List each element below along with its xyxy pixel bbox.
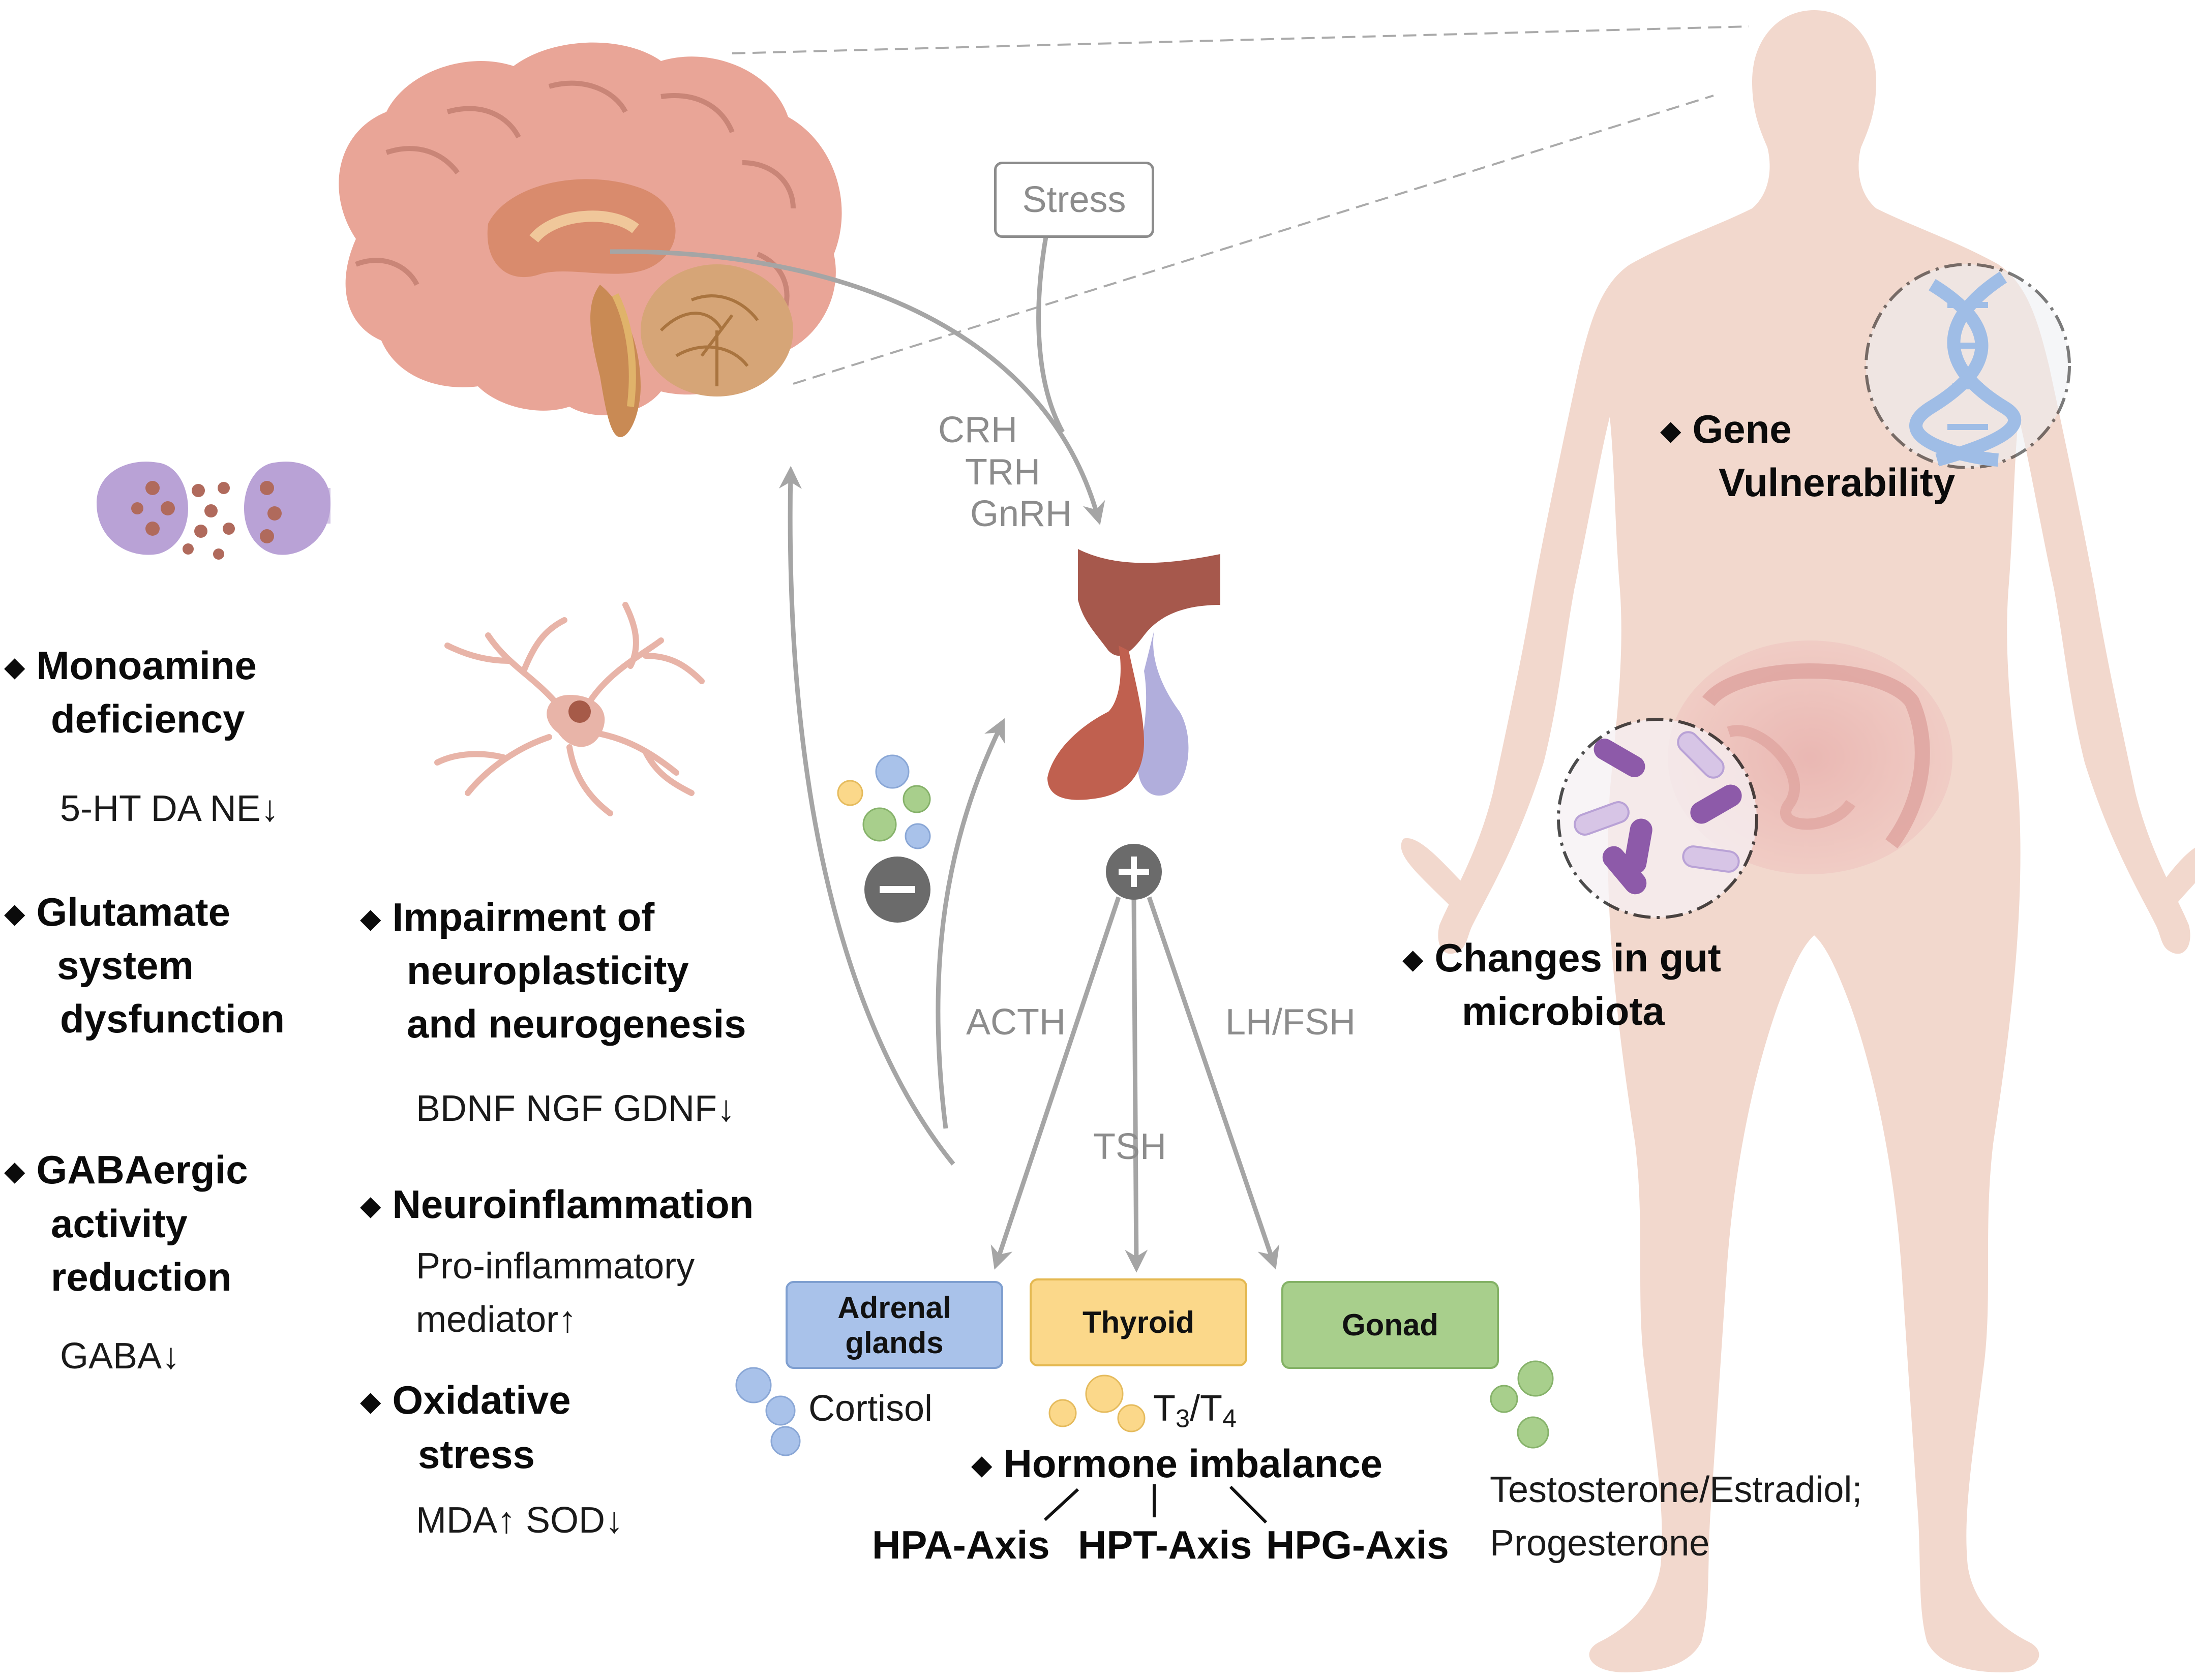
bullet-diamond-icon: ◆ <box>4 1156 25 1186</box>
bullet-diamond-icon: ◆ <box>1660 415 1681 446</box>
cortisol-label: Cortisol <box>808 1388 933 1429</box>
negative-feedback-arrow-pituitary <box>936 718 1005 1129</box>
acth-arrow <box>990 896 1121 1270</box>
brain-illustration <box>339 42 842 437</box>
t-slash: / <box>1190 1388 1200 1429</box>
stress-box: Stress <box>994 162 1154 238</box>
monoamine-detail: 5-HT DA NE↓ <box>60 788 279 829</box>
gaba-detail: GABA↓ <box>60 1336 181 1377</box>
t3-base: T <box>1153 1388 1176 1429</box>
plus-icon <box>1106 844 1162 900</box>
neuroinflammation-heading: ◆ Neuroinflammation <box>360 1184 754 1224</box>
sex-hormones-line2: Progesterone <box>1490 1523 1710 1564</box>
minus-icon <box>864 857 930 923</box>
lhfsh-label: LH/FSH <box>1225 1002 1356 1043</box>
gaba-line2: activity <box>51 1201 188 1246</box>
gaba-line1: GABAergic <box>36 1147 248 1192</box>
synapse-icon <box>97 462 330 560</box>
neuroplasticity-heading: ◆ Impairment of <box>360 897 654 937</box>
gnrh-label: GnRH <box>970 494 1072 534</box>
crh-label: CRH <box>938 410 1017 450</box>
thyroid-box: Thyroid <box>1030 1278 1247 1366</box>
cortisol-molecules-icon <box>735 1367 801 1456</box>
neuroplasticity-line2: neuroplasticity <box>407 948 689 993</box>
hpg-axis-label: HPG-Axis <box>1266 1522 1449 1567</box>
gene-line2: Vulnerability <box>1719 460 1956 505</box>
glutamate-line1: Glutamate <box>36 890 230 934</box>
bullet-diamond-icon: ◆ <box>360 1190 381 1221</box>
hormone-molecules-icon <box>837 754 931 849</box>
glutamate-heading: ◆ Glutamate <box>4 892 230 932</box>
hormone-imbalance-title: Hormone imbalance <box>1003 1441 1383 1486</box>
bullet-diamond-icon: ◆ <box>360 1386 381 1417</box>
neuron-icon <box>434 602 705 816</box>
negative-feedback-arrow-brain <box>778 466 955 1166</box>
stress-label: Stress <box>1022 179 1126 220</box>
hpt-axis-label: HPT-Axis <box>1078 1522 1252 1567</box>
gut-line2: microbiota <box>1462 989 1665 1033</box>
t3-t4-label: T3/T4 <box>1153 1390 1237 1431</box>
gut-line1: Changes in gut <box>1434 935 1721 980</box>
thyroid-label: Thyroid <box>1083 1305 1194 1339</box>
hypothalamus-pituitary-arrow <box>610 249 1105 526</box>
bullet-diamond-icon: ◆ <box>4 898 25 929</box>
oxidative-line1: Oxidative <box>392 1378 571 1422</box>
adrenal-label-line2: glands <box>845 1325 944 1360</box>
monoamine-heading: ◆ Monoamine <box>4 646 257 685</box>
oxidative-line2: stress <box>418 1432 535 1477</box>
t4-subscript: 4 <box>1222 1403 1237 1433</box>
neuroplasticity-line1: Impairment of <box>392 895 655 939</box>
oxidative-heading: ◆ Oxidative <box>360 1380 571 1420</box>
thyroid-hormone-molecules-icon <box>1048 1374 1146 1432</box>
gene-heading: ◆ Gene <box>1660 409 1792 449</box>
sex-hormones-line1: Testosterone/Estradiol; <box>1490 1470 1862 1510</box>
t4-base: T <box>1200 1388 1223 1429</box>
gene-line1: Gene <box>1692 407 1792 451</box>
bullet-diamond-icon: ◆ <box>971 1450 993 1480</box>
tsh-label: TSH <box>1093 1126 1166 1167</box>
bullet-diamond-icon: ◆ <box>4 652 25 682</box>
sex-hormone-molecules-icon <box>1490 1360 1554 1449</box>
hormone-imbalance-heading: ◆ Hormone imbalance <box>971 1444 1382 1483</box>
tsh-arrow <box>1125 897 1148 1273</box>
gaba-line3: reduction <box>51 1255 232 1299</box>
acth-label: ACTH <box>966 1002 1066 1043</box>
glutamate-line2: system <box>57 943 194 988</box>
gut-heading: ◆ Changes in gut <box>1402 938 1721 978</box>
trh-label: TRH <box>965 452 1040 493</box>
neuroplasticity-detail: BDNF NGF GDNF↓ <box>416 1088 735 1129</box>
bullet-diamond-icon: ◆ <box>1402 944 1424 974</box>
neuroinflammation-detail2: mediator↑ <box>416 1299 577 1340</box>
hpa-axis-label: HPA-Axis <box>872 1522 1050 1567</box>
stress-arrow <box>1036 233 1065 434</box>
gonad-box: Gonad <box>1281 1281 1499 1369</box>
lhfsh-arrow <box>1147 896 1280 1270</box>
glutamate-line3: dysfunction <box>60 996 285 1041</box>
gonad-label: Gonad <box>1342 1308 1438 1342</box>
neuroplasticity-line3: and neurogenesis <box>407 1001 746 1046</box>
dna-helix-icon <box>1865 263 2071 469</box>
gaba-heading: ◆ GABAergic <box>4 1150 248 1189</box>
neuroinflammation-title: Neuroinflammation <box>392 1182 754 1227</box>
monoamine-line2: deficiency <box>51 696 245 741</box>
adrenal-label-line1: Adrenal <box>837 1290 951 1325</box>
oxidative-detail: MDA↑ SOD↓ <box>416 1500 624 1541</box>
gut-bacteria-icon <box>1557 718 1758 919</box>
pituitary-gland-illustration <box>1047 549 1220 800</box>
monoamine-line1: Monoamine <box>36 643 257 688</box>
bullet-diamond-icon: ◆ <box>360 903 381 934</box>
neuroinflammation-detail1: Pro-inflammatory <box>416 1246 695 1287</box>
t3-subscript: 3 <box>1175 1403 1190 1433</box>
